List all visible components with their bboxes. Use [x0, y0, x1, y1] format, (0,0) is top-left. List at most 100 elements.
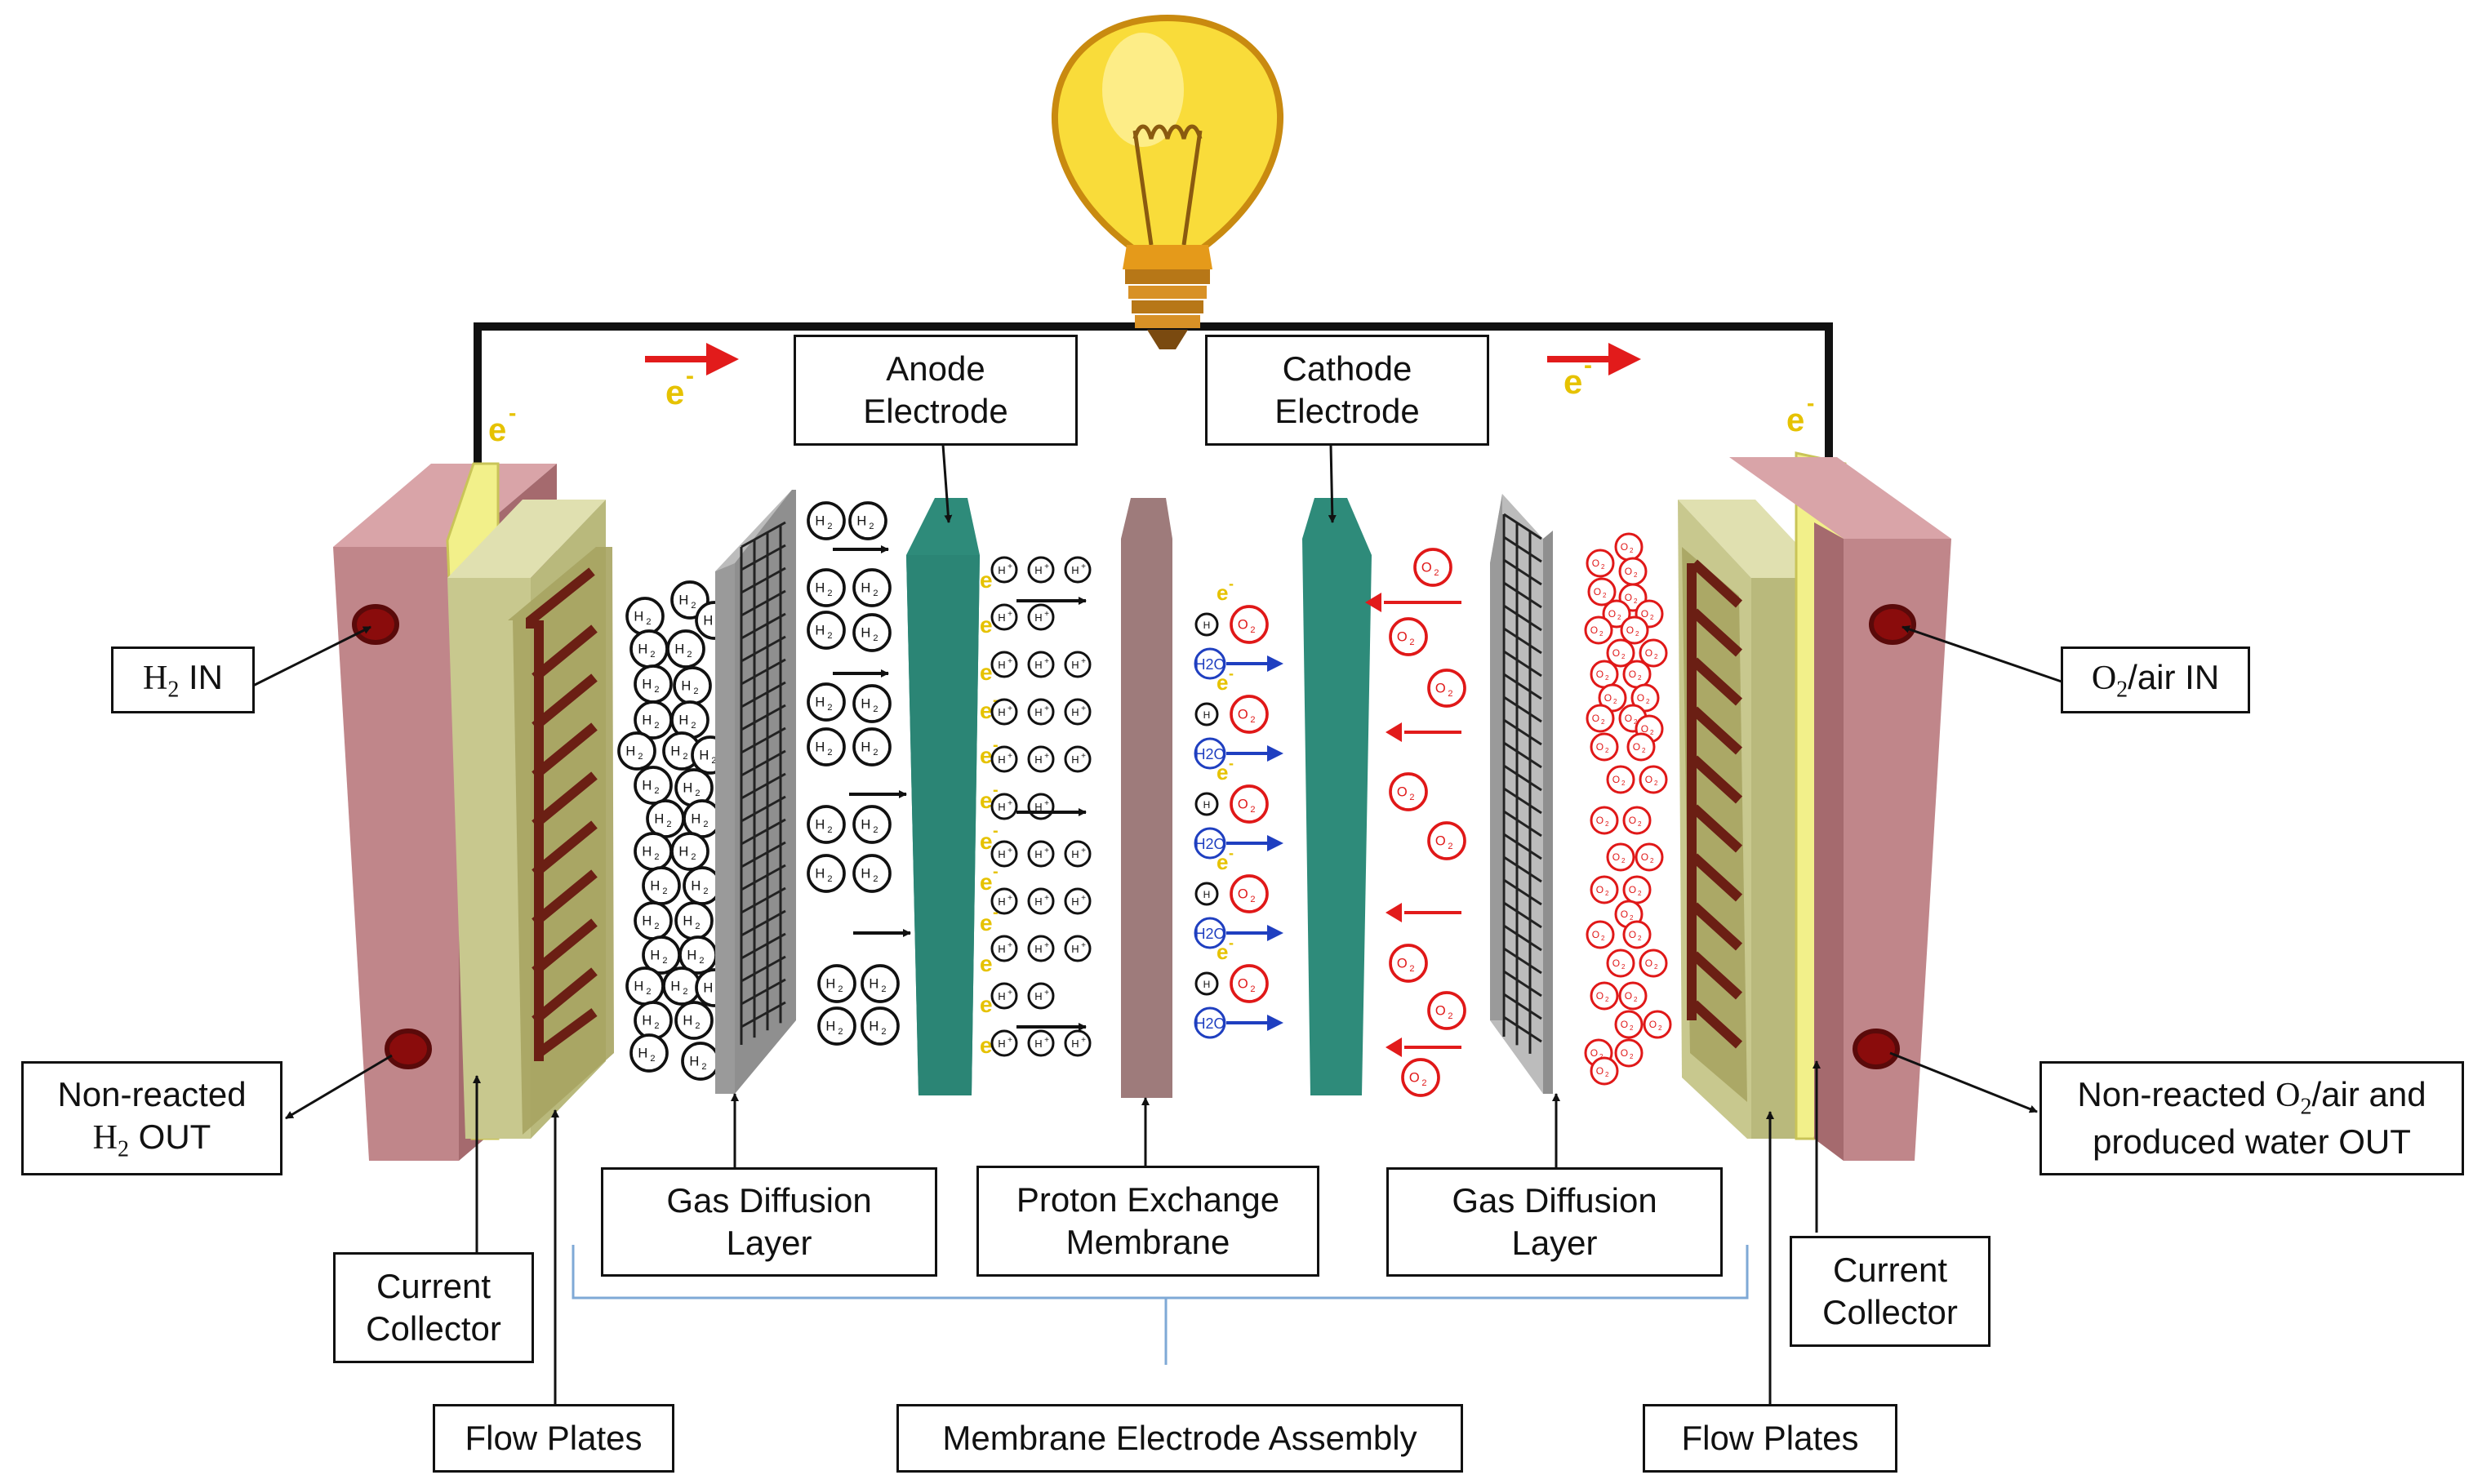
svg-text:e: e — [665, 373, 684, 411]
svg-text:2: 2 — [711, 756, 716, 766]
left-gdl-line2: Layer — [726, 1224, 812, 1262]
right-flow-text: Flow Plates — [1681, 1418, 1859, 1457]
svg-text:O: O — [1626, 624, 1634, 636]
mea-label: Membrane Electrode Assembly — [896, 1404, 1463, 1473]
svg-text:e: e — [1563, 362, 1582, 401]
svg-text:H2O: H2O — [1194, 656, 1225, 673]
svg-text:H: H — [678, 845, 688, 860]
proton: H+ — [1027, 840, 1055, 868]
svg-text:H: H — [815, 624, 825, 638]
svg-text:2: 2 — [1638, 820, 1642, 828]
svg-text:O: O — [1421, 561, 1432, 575]
svg-text:O: O — [1604, 692, 1612, 704]
left-cc-line2: Collector — [366, 1309, 501, 1348]
svg-text:+: + — [1081, 941, 1086, 950]
svg-text:H: H — [642, 914, 652, 929]
pem-line2: Membrane — [1065, 1223, 1230, 1261]
svg-text:O: O — [1625, 592, 1632, 603]
svg-text:O: O — [1596, 884, 1604, 895]
svg-text:H: H — [703, 614, 713, 629]
svg-text:H: H — [1203, 709, 1211, 721]
svg-text:-: - — [993, 904, 999, 922]
svg-text:H: H — [861, 818, 870, 833]
svg-text:2: 2 — [691, 852, 696, 862]
svg-text:H: H — [642, 713, 652, 728]
svg-text:H: H — [683, 1014, 692, 1029]
svg-text:H: H — [998, 848, 1005, 860]
svg-text:O: O — [1592, 558, 1599, 569]
o2-symbol: O — [2091, 659, 2117, 697]
svg-text:O: O — [1596, 815, 1604, 826]
svg-text:2: 2 — [1642, 747, 1646, 754]
svg-text:H: H — [689, 1055, 699, 1069]
svg-text:2: 2 — [1605, 996, 1609, 1003]
svg-text:H: H — [670, 744, 680, 759]
svg-text:H: H — [642, 779, 652, 793]
svg-text:O: O — [1629, 815, 1636, 826]
h2-out-symbol: H — [92, 1119, 118, 1157]
h2-flow-arrows — [833, 545, 911, 937]
h2-symbol: H — [142, 659, 168, 697]
svg-text:O: O — [1645, 957, 1652, 969]
svg-text:e: e — [980, 992, 993, 1017]
svg-text:H: H — [998, 706, 1005, 718]
svg-text:H: H — [681, 679, 691, 694]
light-bulb-icon — [1051, 14, 1284, 349]
svg-text:e: e — [980, 743, 993, 768]
o2-in-text: O2/air IN — [2092, 656, 2219, 704]
svg-text:H: H — [998, 564, 1005, 576]
electron-label-left: e - — [488, 400, 516, 448]
electron: e- — [980, 904, 999, 935]
electron-label-right: e - — [1786, 390, 1814, 438]
svg-text:2: 2 — [650, 1054, 655, 1064]
svg-text:2: 2 — [695, 922, 700, 931]
svg-text:2: 2 — [827, 748, 832, 758]
svg-text:H: H — [1034, 990, 1042, 1002]
proton: H+ — [1027, 982, 1055, 1010]
svg-text:2: 2 — [1409, 793, 1414, 802]
anode-electrons: e-e-e-e-e-e-e-e-e-e-e-e- — [980, 561, 999, 1058]
right-cc-line2: Collector — [1822, 1293, 1958, 1331]
right-end-plate — [1729, 457, 1951, 1161]
electron: e- — [1217, 665, 1234, 695]
o2-subscript: 2 — [2116, 677, 2128, 703]
svg-text:2: 2 — [1650, 614, 1654, 621]
svg-text:+: + — [1081, 657, 1086, 666]
svg-text:2: 2 — [699, 956, 704, 966]
svg-text:H: H — [1071, 848, 1079, 860]
svg-text:2: 2 — [1621, 653, 1626, 660]
svg-text:2: 2 — [691, 721, 696, 731]
svg-text:2: 2 — [687, 650, 692, 660]
svg-text:O: O — [1621, 1047, 1628, 1059]
svg-text:O: O — [1397, 630, 1408, 645]
svg-text:-: - — [1807, 390, 1814, 415]
h2-molecules-inlet: H2H2H2H2H2H2H2H2H2H2H2H2H2H2H2H2H2H2H2H2… — [617, 580, 734, 1081]
svg-text:2: 2 — [1634, 598, 1638, 605]
svg-text:-: - — [1584, 352, 1592, 379]
svg-text:2: 2 — [703, 820, 708, 829]
svg-text:e: e — [980, 698, 993, 723]
proton: H+ — [990, 556, 1018, 584]
svg-text:H2O: H2O — [1194, 1015, 1225, 1032]
h2-in-word: IN — [189, 657, 223, 696]
svg-text:H: H — [638, 642, 647, 657]
svg-text:H: H — [1034, 943, 1042, 955]
right-gdl-line2: Layer — [1511, 1224, 1598, 1262]
svg-text:2: 2 — [654, 786, 659, 796]
electron-flow-arrow-left: e - — [645, 343, 739, 411]
proton: H+ — [1027, 1029, 1055, 1057]
water-molecule: H2O — [1194, 1006, 1283, 1039]
